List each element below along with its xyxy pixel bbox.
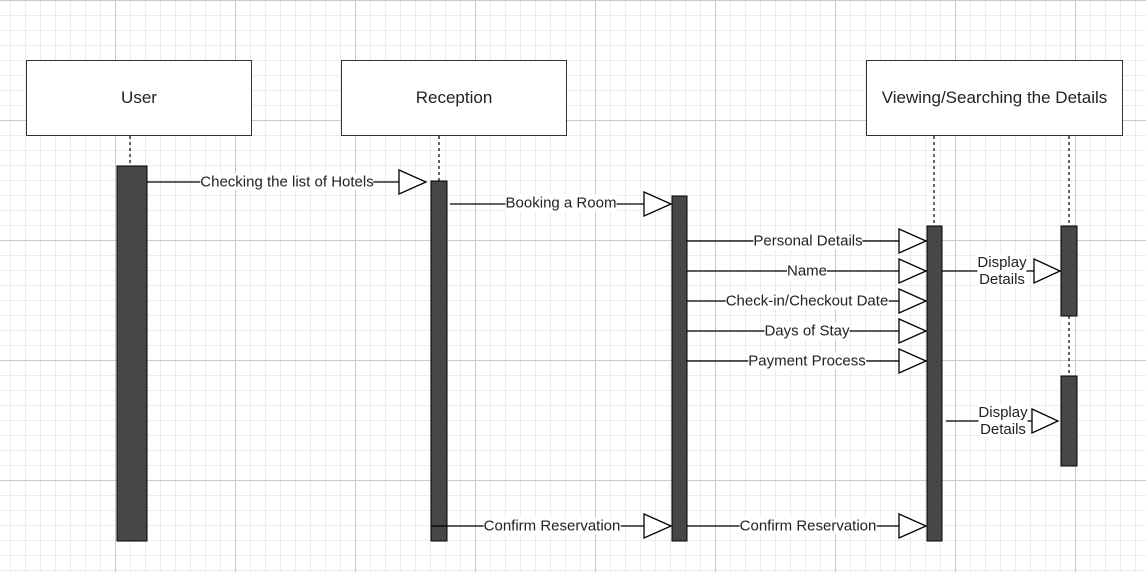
message-label-confirm-reservation-2: Confirm Reservation	[739, 517, 877, 535]
label-line: Details	[979, 271, 1025, 288]
activation-details-2	[1060, 375, 1078, 467]
arrowhead	[1033, 257, 1062, 285]
arrowhead	[898, 512, 928, 540]
arrowhead	[1031, 407, 1060, 435]
arrowhead	[898, 227, 928, 255]
message-label-display-details-1: Display Details	[977, 254, 1027, 288]
participant-user[interactable]: User	[26, 60, 252, 136]
message-label-checking-hotels: Checking the list of Hotels	[200, 173, 374, 191]
activation-booking	[671, 195, 688, 542]
activation-details-1	[1060, 225, 1078, 317]
participant-label: Reception	[415, 88, 493, 107]
activation-reception	[430, 180, 448, 542]
label-line: Display	[978, 404, 1028, 421]
message-label-days-of-stay: Days of Stay	[764, 322, 850, 340]
arrowhead	[898, 317, 928, 345]
arrowhead	[898, 347, 928, 375]
participant-label: Viewing/Searching the Details	[881, 88, 1108, 107]
message-label-display-details-2: Display Details	[978, 404, 1028, 438]
label-line: Display	[977, 254, 1027, 271]
arrowhead	[898, 257, 928, 285]
participant-viewing-searching[interactable]: Viewing/Searching the Details	[866, 60, 1123, 136]
activation-user	[116, 165, 148, 542]
activation-viewing	[926, 225, 943, 542]
participant-label: User	[121, 88, 157, 107]
arrowhead	[398, 168, 428, 196]
participant-reception[interactable]: Reception	[341, 60, 567, 136]
message-label-check-in-out: Check-in/Checkout Date	[725, 292, 889, 310]
label-line: Details	[980, 421, 1026, 438]
message-label-name: Name	[786, 262, 828, 280]
arrowhead	[643, 190, 673, 218]
arrowhead	[898, 287, 928, 315]
message-label-personal-details: Personal Details	[753, 232, 863, 250]
message-label-booking-room: Booking a Room	[505, 194, 617, 212]
message-label-payment-process: Payment Process	[748, 352, 866, 370]
arrowhead	[643, 512, 673, 540]
message-label-confirm-reservation-1: Confirm Reservation	[483, 517, 621, 535]
